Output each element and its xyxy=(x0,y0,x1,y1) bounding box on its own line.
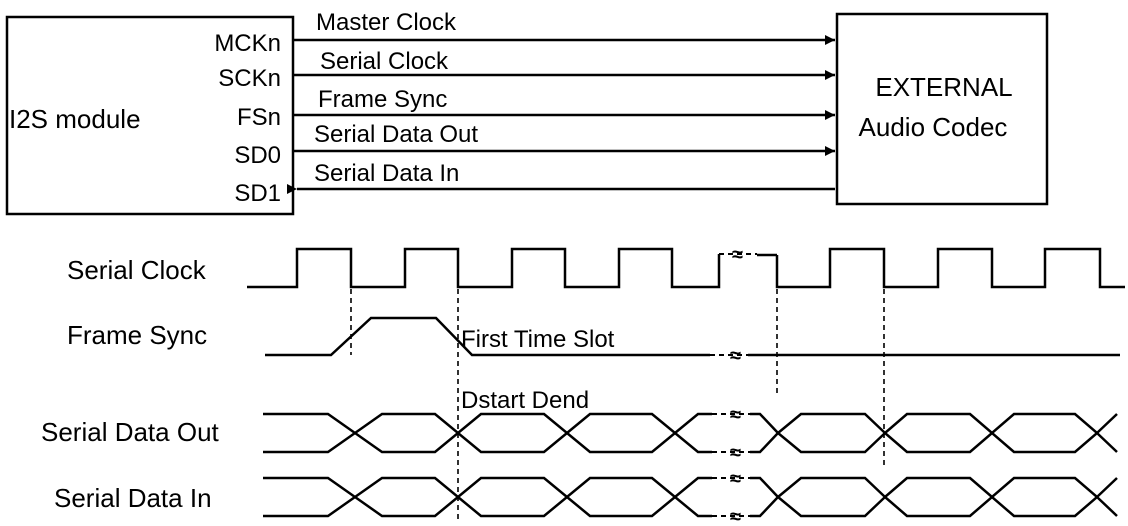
signal-label-serial-data-in: Serial Data In xyxy=(314,160,459,187)
pin-sd1: SD1 xyxy=(234,180,281,207)
signal-label-frame-sync: Frame Sync xyxy=(318,86,447,113)
frame-sync-break-icon: ≈ xyxy=(730,345,741,367)
data-in-break-icon-top: ≈ xyxy=(730,468,741,490)
pin-sckn: SCKn xyxy=(218,65,281,92)
annotation-first-time-slot: First Time Slot xyxy=(461,326,615,353)
codec-label-line1: EXTERNAL xyxy=(875,72,1012,102)
clock-break-icon: ≈ xyxy=(732,244,743,266)
serial-data-out-waveform xyxy=(263,412,1118,454)
external-codec-box xyxy=(835,12,1049,206)
data-out-break-icon-bottom: ≈ xyxy=(730,442,741,464)
pin-mckn: MCKn xyxy=(214,30,281,57)
timing-guides xyxy=(350,289,885,522)
signal-label-master-clock: Master Clock xyxy=(316,9,457,36)
codec-label-line2: Audio Codec xyxy=(859,112,1008,142)
timing-label-serial-data-in: Serial Data In xyxy=(54,483,212,513)
serial-data-in-waveform xyxy=(263,476,1118,518)
timing-label-serial-clock: Serial Clock xyxy=(67,255,207,285)
signal-label-serial-clock: Serial Clock xyxy=(320,48,449,75)
timing-label-serial-data-out: Serial Data Out xyxy=(41,417,220,447)
data-in-break-icon-bottom: ≈ xyxy=(730,506,741,526)
serial-clock-waveform xyxy=(247,247,1125,289)
pin-fsn: FSn xyxy=(237,104,281,131)
signal-label-serial-data-out: Serial Data Out xyxy=(314,121,478,148)
pin-sd0: SD0 xyxy=(234,142,281,169)
timing-label-frame-sync: Frame Sync xyxy=(67,320,207,350)
annotation-dstart-dend: Dstart Dend xyxy=(461,387,589,414)
data-out-break-icon-top: ≈ xyxy=(730,404,741,426)
serial-data-out-dashes xyxy=(712,413,750,453)
i2s-module-label: I2S module xyxy=(9,104,141,134)
frame-sync-waveform xyxy=(265,316,710,357)
serial-data-in-dashes xyxy=(712,477,750,517)
